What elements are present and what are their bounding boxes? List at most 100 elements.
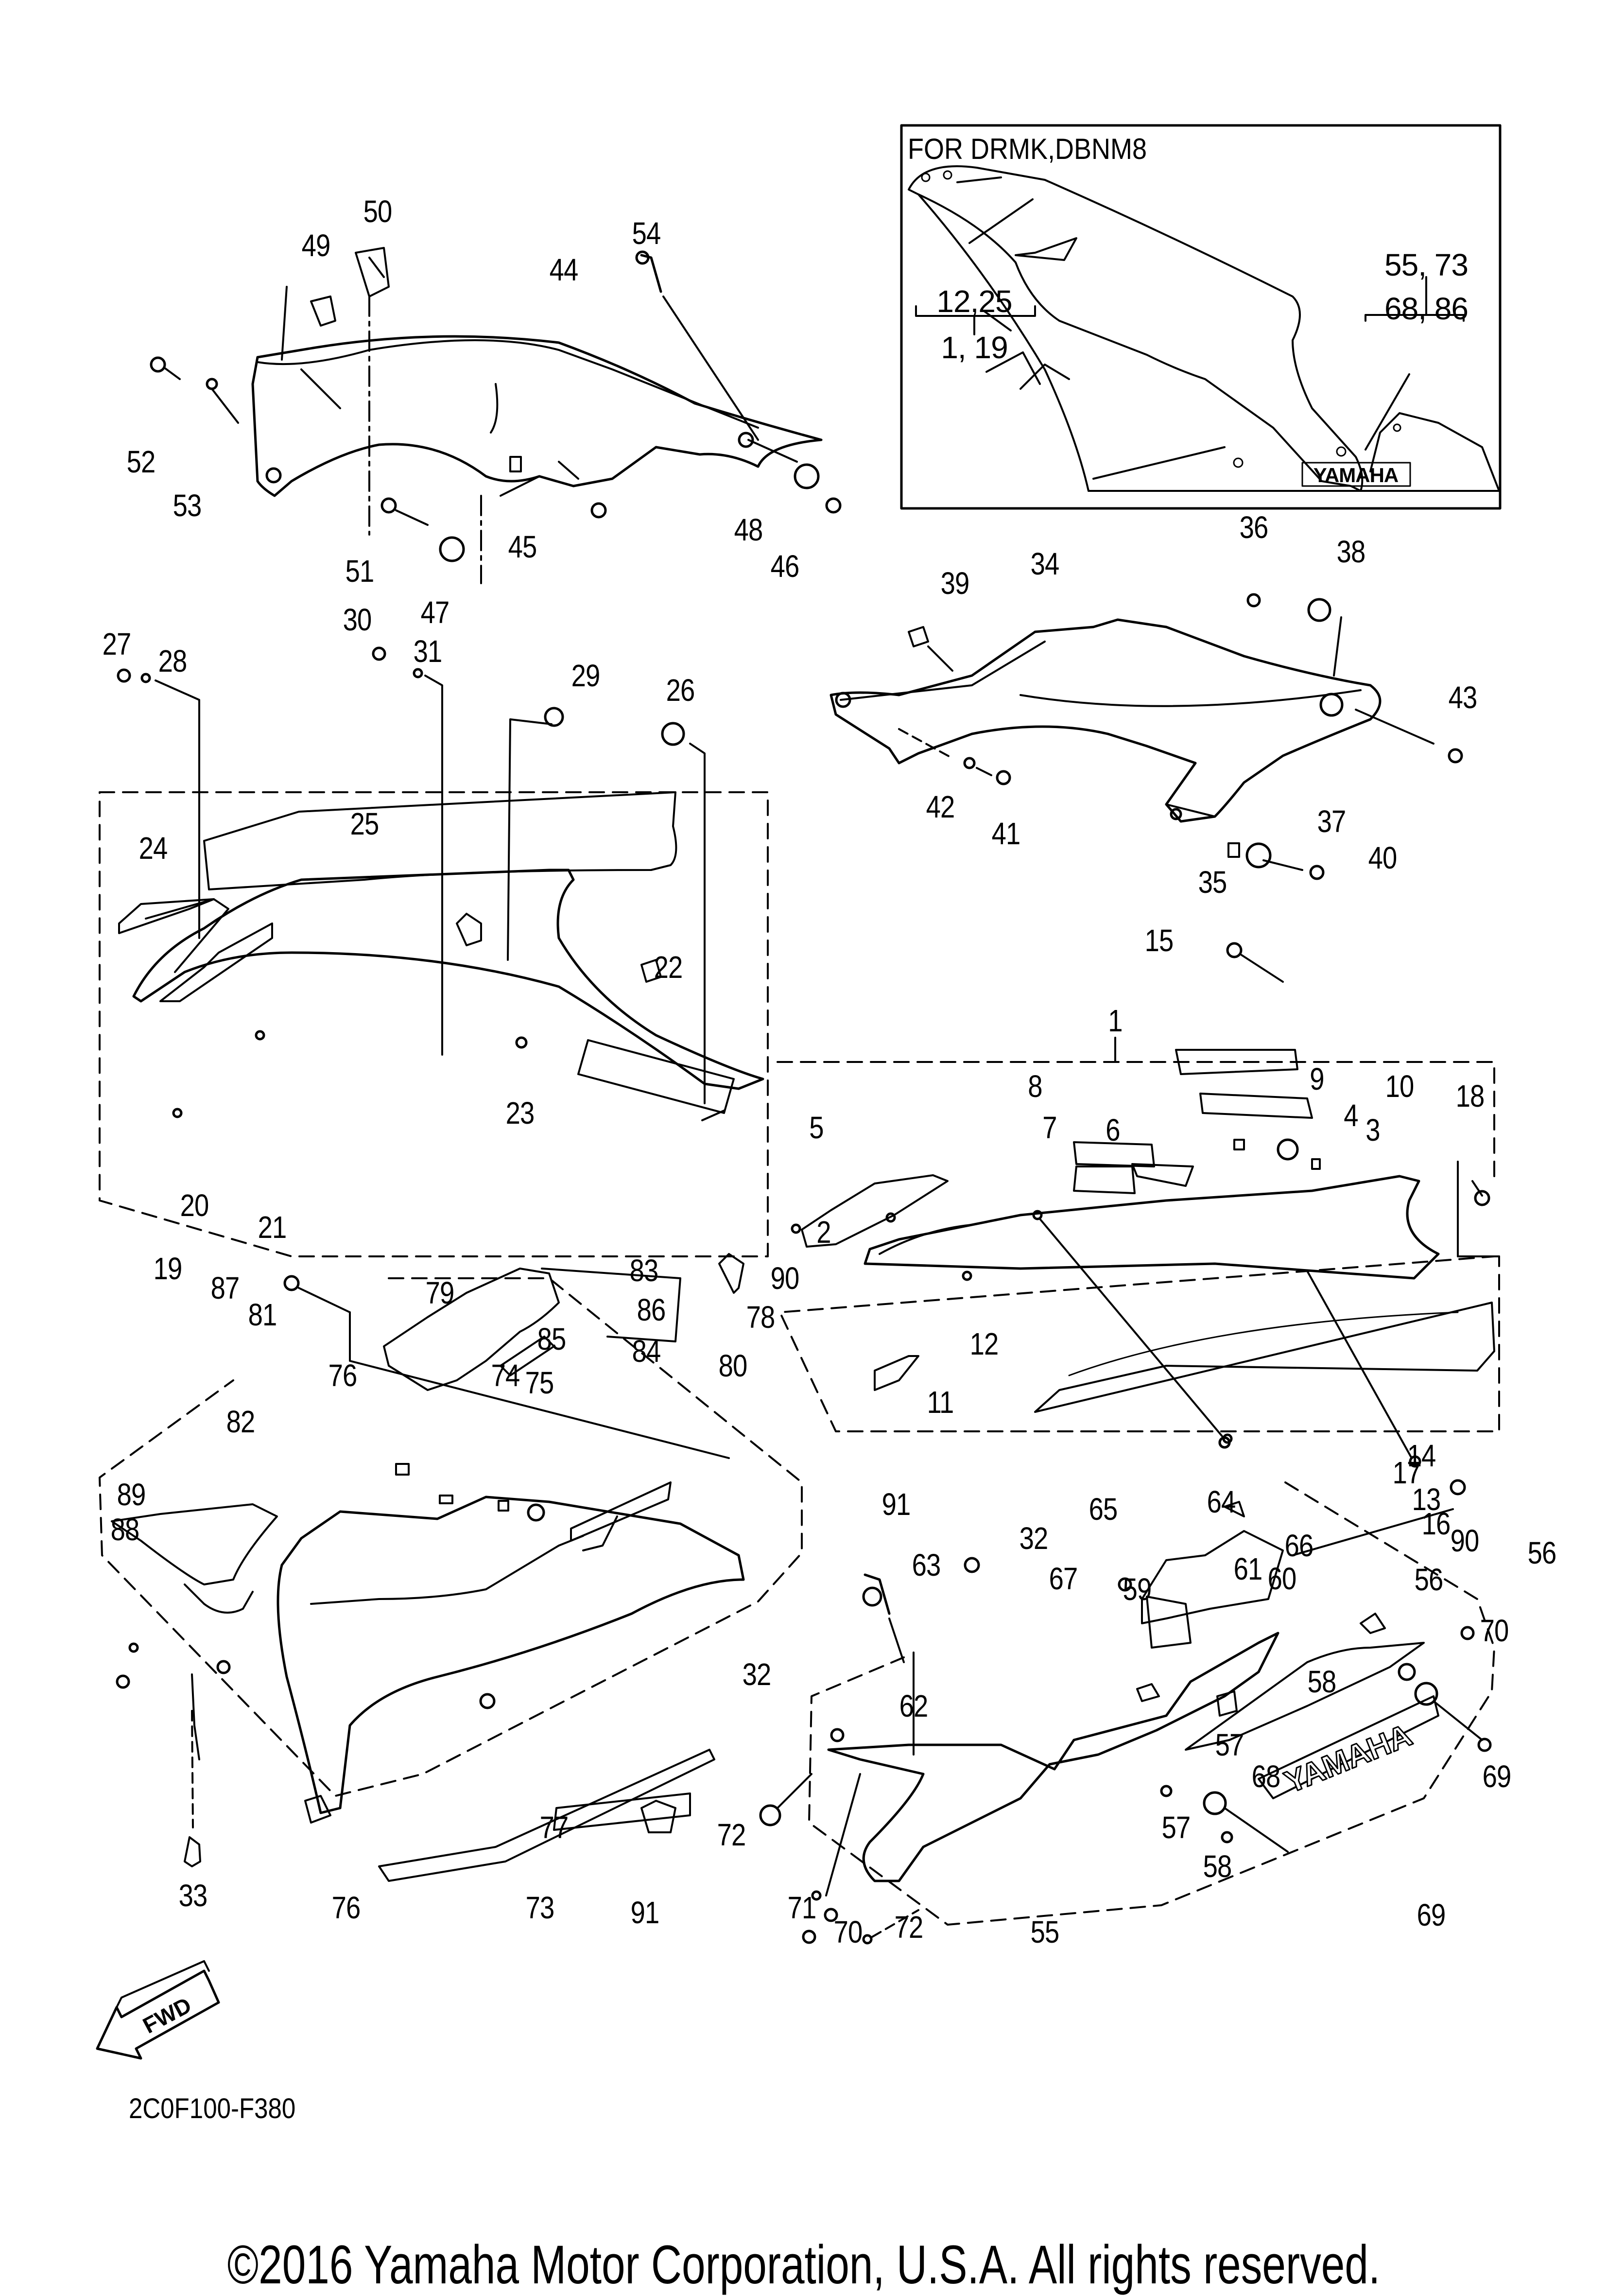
part-callout-7: 7 bbox=[1042, 1110, 1057, 1145]
part-callout-16: 16 bbox=[1421, 1506, 1451, 1541]
part-callout-70: 70 bbox=[833, 1914, 863, 1949]
part-callout-42: 42 bbox=[926, 789, 955, 824]
part-callout-87: 87 bbox=[210, 1270, 240, 1305]
part-callout-12: 12 bbox=[969, 1326, 999, 1361]
part-callout-37: 37 bbox=[1317, 804, 1347, 839]
part-callout-32: 32 bbox=[1019, 1521, 1049, 1556]
part-callout-3: 3 bbox=[1365, 1113, 1380, 1148]
part-1-side-cowl bbox=[792, 943, 1495, 1468]
part-callout-85: 85 bbox=[537, 1322, 567, 1357]
part-callout-77: 77 bbox=[539, 1810, 569, 1845]
part-callout-78: 78 bbox=[746, 1300, 776, 1335]
part-callout-67: 67 bbox=[1049, 1561, 1078, 1596]
part-callout-69: 69 bbox=[1417, 1897, 1446, 1932]
part-callout-8: 8 bbox=[1028, 1069, 1042, 1104]
part-callout-18: 18 bbox=[1455, 1078, 1485, 1113]
part-callout-32: 32 bbox=[742, 1657, 772, 1692]
part-callout-46: 46 bbox=[770, 549, 800, 584]
group-73-box bbox=[99, 1277, 803, 1797]
part-callout-90: 90 bbox=[1450, 1523, 1480, 1558]
part-callout-84: 84 bbox=[632, 1334, 661, 1369]
part-callout-52: 52 bbox=[126, 444, 156, 479]
part-callout-81: 81 bbox=[248, 1297, 277, 1332]
part-callout-69: 69 bbox=[1482, 1759, 1512, 1794]
part-callout-1: 1 bbox=[1108, 1003, 1123, 1038]
part-callout-48: 48 bbox=[734, 512, 763, 547]
part-callout-51: 51 bbox=[345, 554, 375, 589]
part-callout-61: 61 bbox=[1233, 1551, 1263, 1586]
part-callout-72: 72 bbox=[717, 1817, 746, 1852]
inset-callout-12-25: 12,25 bbox=[936, 284, 1012, 319]
part-callout-40: 40 bbox=[1368, 840, 1398, 875]
top-left-fasteners bbox=[150, 247, 842, 584]
part-callout-68: 68 bbox=[1251, 1759, 1281, 1794]
part-callout-25: 25 bbox=[350, 806, 380, 841]
inset-yamaha-decal: YAMAHA bbox=[1313, 464, 1399, 487]
part-callout-29: 29 bbox=[571, 658, 601, 693]
reference-code: 2C0F100-F380 bbox=[129, 2093, 296, 2124]
part-callout-33: 33 bbox=[178, 1878, 208, 1913]
part-callout-86: 86 bbox=[637, 1292, 666, 1327]
part-callout-6: 6 bbox=[1106, 1113, 1120, 1148]
part-callout-75: 75 bbox=[525, 1365, 554, 1400]
part-callout-58: 58 bbox=[1203, 1849, 1232, 1884]
part-callout-57: 57 bbox=[1161, 1810, 1191, 1845]
part-callout-24: 24 bbox=[138, 831, 168, 866]
part-callout-80: 80 bbox=[718, 1348, 748, 1383]
part-callout-23: 23 bbox=[505, 1096, 535, 1131]
part-callout-35: 35 bbox=[1198, 865, 1227, 900]
part-callout-88: 88 bbox=[110, 1512, 140, 1547]
part-19-side-cowl bbox=[117, 646, 764, 1121]
part-callout-60: 60 bbox=[1267, 1561, 1297, 1596]
part-55-under-cowl: YAMAHA bbox=[759, 1479, 1492, 1945]
part-callout-44: 44 bbox=[549, 252, 579, 287]
part-73-under-cowl bbox=[111, 1253, 745, 1882]
part-callout-5: 5 bbox=[809, 1110, 824, 1145]
part-callout-49: 49 bbox=[301, 228, 331, 263]
part-callout-56: 56 bbox=[1414, 1562, 1444, 1597]
part-44-inner-panel bbox=[251, 335, 823, 519]
part-callout-17: 17 bbox=[1392, 1455, 1422, 1490]
inset-title: FOR DRMK,DBNM8 bbox=[908, 133, 1147, 165]
part-callout-90: 90 bbox=[770, 1261, 800, 1296]
group-55-box bbox=[808, 1481, 1495, 1926]
part-callout-76: 76 bbox=[331, 1890, 361, 1925]
yamaha-decal-text: YAMAHA bbox=[1279, 1717, 1417, 1800]
group-1-box bbox=[777, 1037, 1500, 1432]
part-callout-39: 39 bbox=[940, 566, 970, 601]
part-callout-57: 57 bbox=[1215, 1727, 1244, 1762]
part-callout-19: 19 bbox=[153, 1251, 183, 1286]
part-callout-56: 56 bbox=[1527, 1535, 1557, 1570]
part-callout-45: 45 bbox=[508, 529, 537, 564]
part-callout-91: 91 bbox=[630, 1895, 660, 1930]
part-callout-41: 41 bbox=[991, 816, 1021, 851]
part-callout-21: 21 bbox=[258, 1210, 287, 1245]
part-callout-50: 50 bbox=[363, 194, 393, 229]
part-callout-36: 36 bbox=[1239, 510, 1269, 545]
part-callout-15: 15 bbox=[1144, 923, 1174, 958]
part-callout-31: 31 bbox=[413, 634, 443, 669]
part-callout-22: 22 bbox=[654, 950, 683, 985]
part-callout-66: 66 bbox=[1284, 1528, 1314, 1563]
part-callout-38: 38 bbox=[1336, 534, 1366, 569]
inset-fairing-outline bbox=[908, 165, 1364, 492]
part-callout-14: 14 bbox=[1407, 1438, 1436, 1473]
group-19-box bbox=[99, 791, 769, 1257]
part-callout-89: 89 bbox=[117, 1477, 146, 1512]
part-callout-27: 27 bbox=[102, 626, 132, 661]
part-callout-83: 83 bbox=[629, 1253, 659, 1288]
part-callout-4: 4 bbox=[1344, 1098, 1358, 1133]
inset-box bbox=[900, 124, 1502, 510]
part-callout-64: 64 bbox=[1207, 1484, 1236, 1519]
part-callout-63: 63 bbox=[912, 1548, 941, 1583]
part-callout-91: 91 bbox=[881, 1487, 911, 1522]
part-callout-54: 54 bbox=[632, 216, 661, 251]
part-callout-11: 11 bbox=[927, 1385, 954, 1420]
part-callout-76: 76 bbox=[328, 1358, 358, 1393]
part-callout-2: 2 bbox=[816, 1215, 831, 1250]
part-callout-65: 65 bbox=[1089, 1492, 1118, 1527]
part-callout-62: 62 bbox=[899, 1688, 929, 1723]
part-34-inner-panel bbox=[829, 593, 1463, 880]
part-callout-47: 47 bbox=[420, 595, 450, 630]
